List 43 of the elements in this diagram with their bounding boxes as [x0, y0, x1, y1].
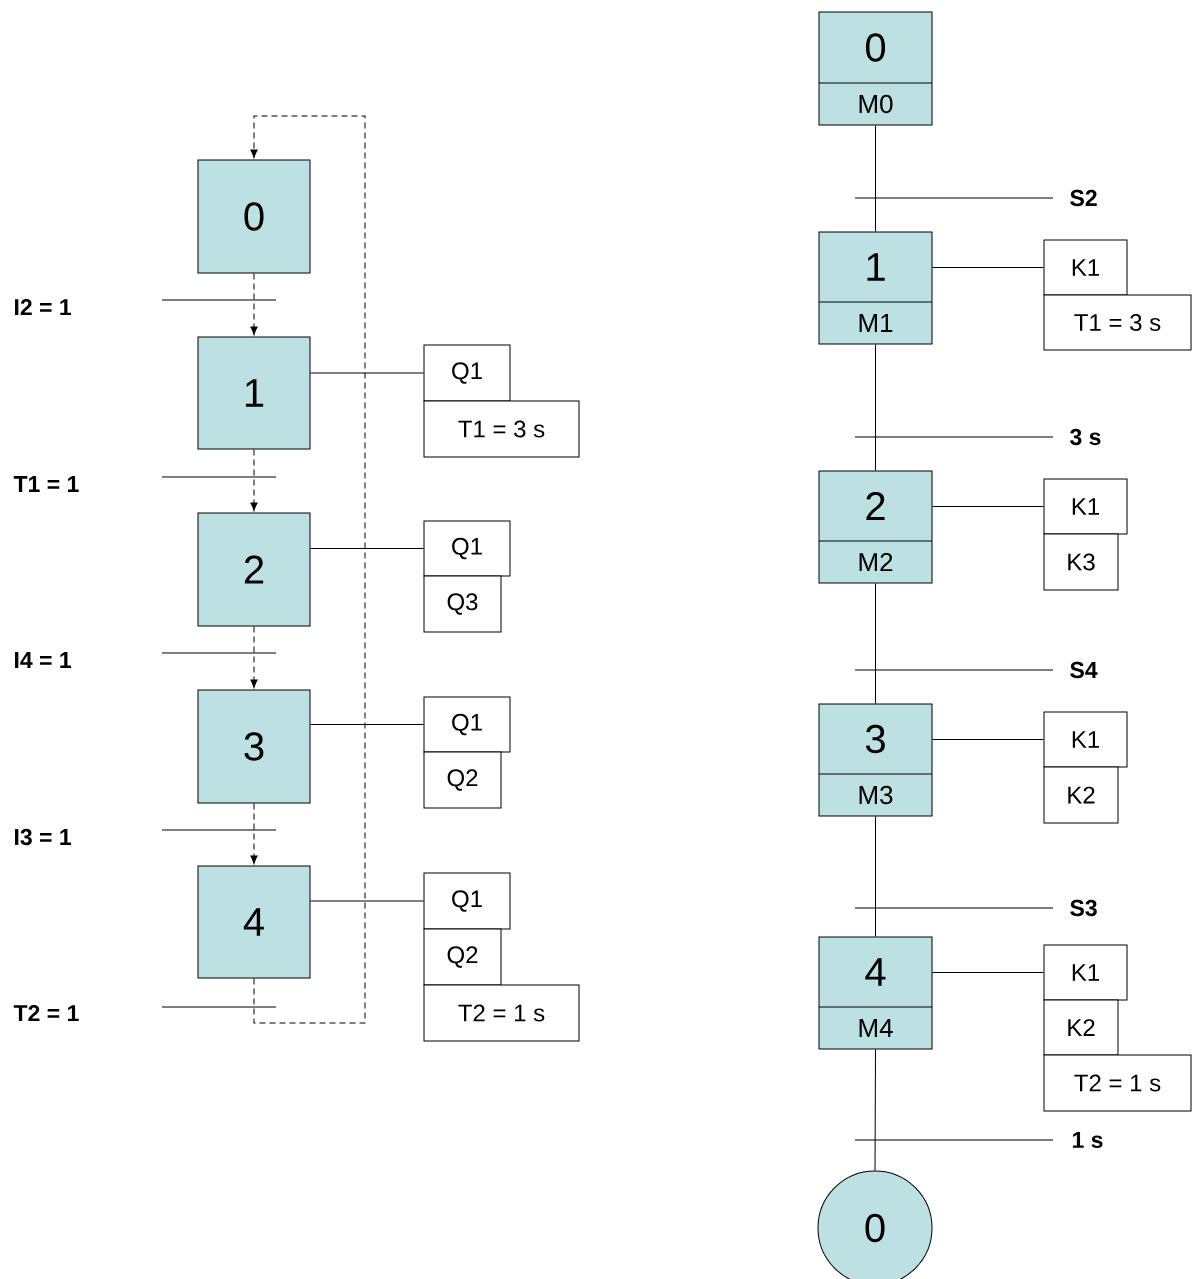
arrow: [250, 449, 258, 512]
step-box: 2 M2: [818, 470, 933, 584]
action-box: K2: [1043, 999, 1119, 1056]
transition-label: I2 = 1: [15, 298, 72, 316]
arrow: [250, 115, 366, 1024]
transition-label: I4 = 1: [15, 652, 72, 668]
action-box: K2: [1043, 766, 1119, 824]
transition-label: S4: [1070, 661, 1098, 679]
step-box: 2: [197, 512, 311, 627]
arrow: [250, 803, 258, 865]
action-box: Q1: [423, 872, 511, 930]
action-box: Q2: [423, 928, 502, 986]
action-box: K1: [1043, 711, 1128, 768]
action-box: Q1: [423, 696, 511, 753]
transition-label: S3: [1070, 899, 1097, 917]
action-box: T1 = 3 s: [423, 400, 580, 458]
arrow: [250, 626, 258, 689]
action-box: T2 = 1 s: [423, 984, 580, 1042]
transition-label: T1 = 1: [13, 476, 79, 492]
step-box: 0: [197, 159, 311, 274]
action-box: K1: [1043, 478, 1128, 535]
step-box: 4 M4: [818, 936, 933, 1050]
arrow: [250, 273, 258, 336]
action-box: Q1: [423, 520, 511, 577]
action-box: Q3: [423, 575, 502, 633]
step-box: 0 M0: [818, 11, 933, 126]
action-box: Q1: [423, 344, 511, 402]
step-box: 3: [197, 689, 311, 804]
step-box: 1 M1: [818, 231, 933, 345]
action-box: K1: [1043, 239, 1128, 296]
step-box: 3 M3: [818, 703, 933, 817]
action-box: T2 = 1 s: [1043, 1054, 1192, 1112]
transition-label: 1 s: [1072, 1132, 1103, 1149]
action-box: K1: [1043, 944, 1128, 1001]
action-box: Q2: [423, 751, 502, 809]
action-box: K3: [1043, 533, 1119, 591]
step-box: 4: [197, 865, 311, 979]
step-box: 1: [197, 336, 311, 450]
action-box: T1 = 3 s: [1043, 294, 1192, 351]
transition-label: S2: [1070, 189, 1097, 207]
transition-label: T2 = 1: [13, 1005, 79, 1022]
transition-label: I3 = 1: [15, 828, 72, 846]
transition-label: 3 s: [1070, 428, 1101, 446]
